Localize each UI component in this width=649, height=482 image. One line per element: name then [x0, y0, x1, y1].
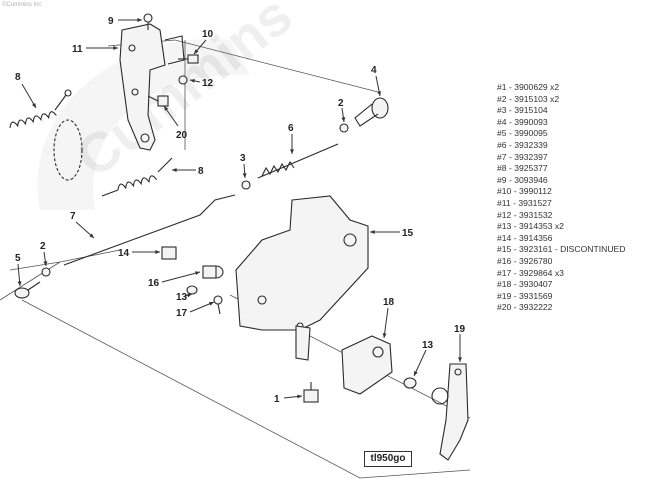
callout-8-upper: 8	[15, 72, 21, 83]
leader-arrowhead	[297, 394, 302, 399]
part-20-bolt	[147, 95, 169, 107]
parts-list-item: #14 - 3914356	[497, 232, 553, 243]
alternate-position-outline	[53, 119, 83, 181]
callout-13-right: 13	[422, 340, 434, 351]
callout-15: 15	[402, 228, 414, 239]
part-1-bolt	[303, 382, 319, 403]
part-8-upper-spring	[9, 89, 72, 129]
callout-2-upper: 2	[338, 98, 344, 109]
leader-arrowhead	[89, 233, 94, 238]
callout-4: 4	[371, 65, 377, 76]
part-6-threaded-rod	[257, 143, 339, 179]
part-9-screw	[143, 13, 153, 30]
callout-6: 6	[288, 123, 294, 134]
part-5-rod-end	[14, 281, 41, 299]
part-2-washer-upper	[339, 123, 349, 133]
parts-list-item: #7 - 3932397	[497, 151, 548, 162]
part-7-control-rod	[63, 194, 236, 266]
parts-list: #1 - 3900629 x2 #2 - 3915103 x2 #3 - 391…	[497, 82, 625, 314]
leader-arrowhead	[113, 46, 118, 50]
leader-arrowhead	[414, 371, 418, 376]
part-19-linkage	[431, 363, 469, 461]
leader-arrowhead	[370, 230, 375, 234]
parts-list-item: #2 - 3915103 x2	[497, 93, 560, 104]
parts-list-item: #3 - 3915104	[497, 105, 548, 116]
callout-3: 3	[240, 153, 246, 164]
parts-list-item: #11 - 3931527	[497, 197, 552, 208]
part-14-plate	[161, 246, 177, 260]
leader-arrowhead	[155, 250, 160, 254]
parts-list-item: #9 - 3093946	[497, 174, 548, 185]
parts-list-item: #18 - 3930407	[497, 279, 553, 290]
callout-10: 10	[202, 29, 214, 40]
leader-arrowhead	[209, 301, 214, 306]
parts-list-item: #20 - 3932222	[497, 302, 553, 313]
leader-arrowhead	[382, 333, 387, 338]
callout-7: 7	[70, 211, 76, 222]
parts-list-item: #19 - 3931569	[497, 290, 553, 301]
part-3-nut	[241, 180, 251, 190]
part-10-screw	[178, 54, 199, 64]
callout-16: 16	[148, 278, 160, 289]
leader-arrowhead	[31, 103, 36, 108]
callout-14: 14	[118, 248, 130, 259]
callout-12: 12	[202, 78, 214, 89]
callout-18: 18	[383, 297, 395, 308]
part-15-main-bracket	[235, 195, 369, 361]
callout-2-lower: 2	[40, 241, 46, 252]
parts-list-item: #16 - 3926780	[497, 255, 553, 266]
leader-arrowhead	[164, 106, 169, 111]
part-11-bracket	[119, 23, 185, 151]
leader-arrowhead	[190, 78, 195, 83]
parts-list-item: #15 - 3923161 - DISCONTINUED	[497, 244, 626, 255]
leader-arrowhead	[290, 149, 294, 154]
leader-arrowhead	[458, 357, 462, 362]
parts-list-item: #8 - 3925377	[497, 163, 548, 174]
parts-list-item: #6 - 3932339	[497, 139, 548, 150]
leader-arrowhead	[195, 271, 200, 276]
part-17-screw	[213, 295, 223, 315]
leader-arrowhead	[242, 173, 247, 178]
callout-13-left: 13	[176, 292, 188, 303]
leader-arrowhead	[194, 49, 199, 54]
parts-list-item: #12 - 3931532	[497, 209, 553, 220]
parts-list-item: #13 - 3914353 x2	[497, 221, 564, 232]
part-16-bushing	[202, 265, 224, 279]
part-13-spacer-right	[403, 377, 417, 389]
part-8-lower-spring	[101, 157, 173, 197]
leader-arrowhead	[17, 281, 22, 286]
part-12-nut	[178, 75, 188, 85]
part-13-spacer-left	[186, 285, 198, 295]
leader-arrowhead	[341, 117, 346, 122]
callout-5: 5	[15, 253, 21, 264]
callout-1: 1	[274, 394, 280, 405]
parts-list-item: #17 - 3929864 x3	[497, 267, 564, 278]
leader-arrowhead	[377, 91, 382, 96]
leader-arrowhead	[137, 18, 142, 22]
leader-arrowhead	[187, 293, 192, 298]
callout-20: 20	[176, 130, 188, 141]
part-18-lever	[341, 335, 393, 395]
callout-8-lower: 8	[198, 166, 204, 177]
part-4-pivot	[354, 97, 389, 127]
assembly-frame-lines	[0, 39, 471, 479]
parts-list-item: #4 - 3990093	[497, 116, 548, 127]
diagram-reference-code: tl950go	[364, 451, 412, 467]
parts-list-item: #1 - 3900629 x2	[497, 82, 560, 92]
callout-9: 9	[108, 16, 114, 27]
parts-list-item: #10 - 3990112	[497, 186, 552, 197]
callout-leaders	[17, 18, 462, 399]
leader-arrowhead	[43, 261, 48, 266]
callout-19: 19	[454, 324, 466, 335]
callout-11: 11	[72, 44, 83, 55]
leader-arrowhead	[172, 168, 177, 172]
callout-numbers: 9 10 11 12 20 8 4 2 6 3 8 7 2 5 14 16 13…	[15, 16, 466, 405]
callout-17: 17	[176, 308, 188, 319]
copyright-text: ©Cummins Inc	[2, 2, 42, 8]
parts-list-item: #5 - 3990095	[497, 128, 548, 139]
part-2-washer-lower	[41, 267, 51, 277]
